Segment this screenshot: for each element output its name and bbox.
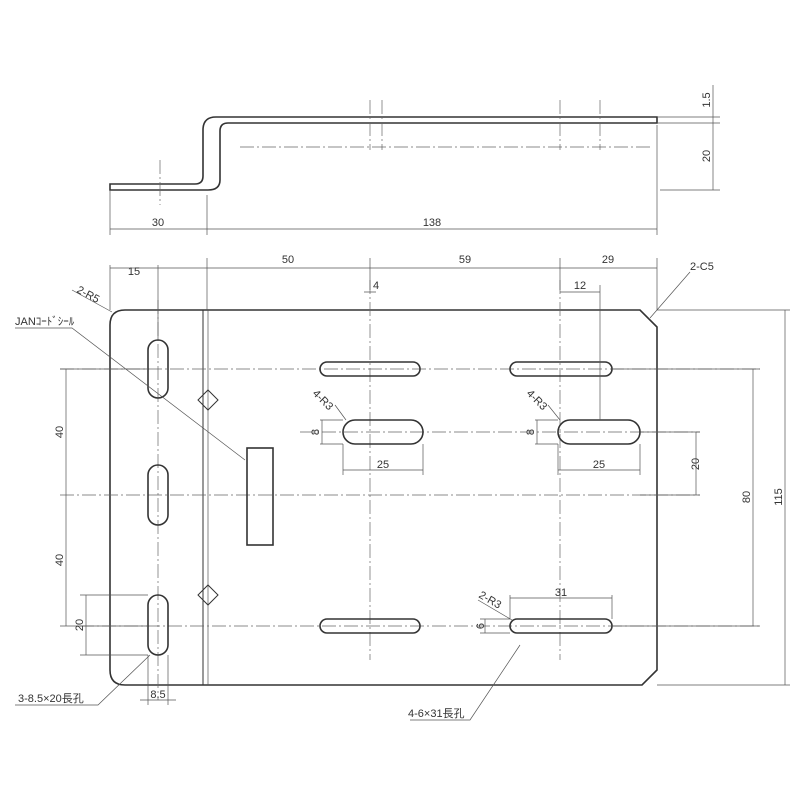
- vertical-slot: [147, 594, 169, 656]
- dim-4: 4: [373, 280, 379, 292]
- dim-31: 31: [555, 587, 567, 599]
- dim-40: 40: [54, 426, 66, 438]
- dimension-lines: [15, 258, 790, 721]
- side-profile-outer: [109, 116, 658, 191]
- plan-view: 15 50 59 29 4 12 25 25 20 80 115 40 40 2…: [15, 254, 790, 721]
- diamond-mark: [197, 389, 219, 411]
- dim-20-left: 20: [74, 619, 86, 631]
- dim-12: 12: [574, 280, 586, 292]
- dim-8: 8: [310, 429, 322, 435]
- note-4-r3: 4-R3: [310, 388, 335, 413]
- jan-code-label-area: [246, 447, 274, 546]
- dim-20-right: 20: [690, 458, 702, 470]
- dim-40: 40: [54, 554, 66, 566]
- dim-115: 115: [773, 488, 785, 506]
- note-left-slots: 3-8.5×20長孔: [18, 692, 84, 705]
- horizontal-slot: [319, 361, 421, 377]
- dim-20-height: 20: [701, 150, 713, 162]
- dim-50: 50: [282, 254, 294, 266]
- note-2-c5: 2-C5: [690, 261, 714, 273]
- horizontal-slot: [342, 419, 424, 445]
- vertical-slot: [147, 464, 169, 526]
- diamond-mark: [197, 584, 219, 606]
- dim-8-5: 8.5: [150, 689, 165, 701]
- dim-25: 25: [593, 459, 605, 471]
- note-4-r3: 4-R3: [524, 388, 549, 413]
- dimension-lines: [109, 85, 720, 235]
- note-jan-code-seal: JANｺｰﾄﾞｼｰﾙ: [15, 315, 75, 328]
- dim-138: 138: [423, 217, 441, 229]
- dim-30: 30: [152, 217, 164, 229]
- dim-59: 59: [459, 254, 471, 266]
- plate-outline: [109, 309, 658, 686]
- horizontal-slot: [319, 618, 421, 634]
- note-2-r5: 2-R5: [75, 284, 102, 306]
- dim-80: 80: [741, 491, 753, 503]
- dim-6: 6: [475, 623, 487, 629]
- dim-25: 25: [377, 459, 389, 471]
- dim-8: 8: [525, 429, 537, 435]
- note-2-r3: 2-R3: [477, 589, 504, 611]
- dim-29: 29: [602, 254, 614, 266]
- dim-1-5: 1.5: [701, 92, 713, 107]
- side-view: 30 138 1.5 20: [109, 85, 720, 235]
- note-right-slots: 4-6×31長孔: [408, 707, 465, 720]
- dim-15: 15: [128, 266, 140, 278]
